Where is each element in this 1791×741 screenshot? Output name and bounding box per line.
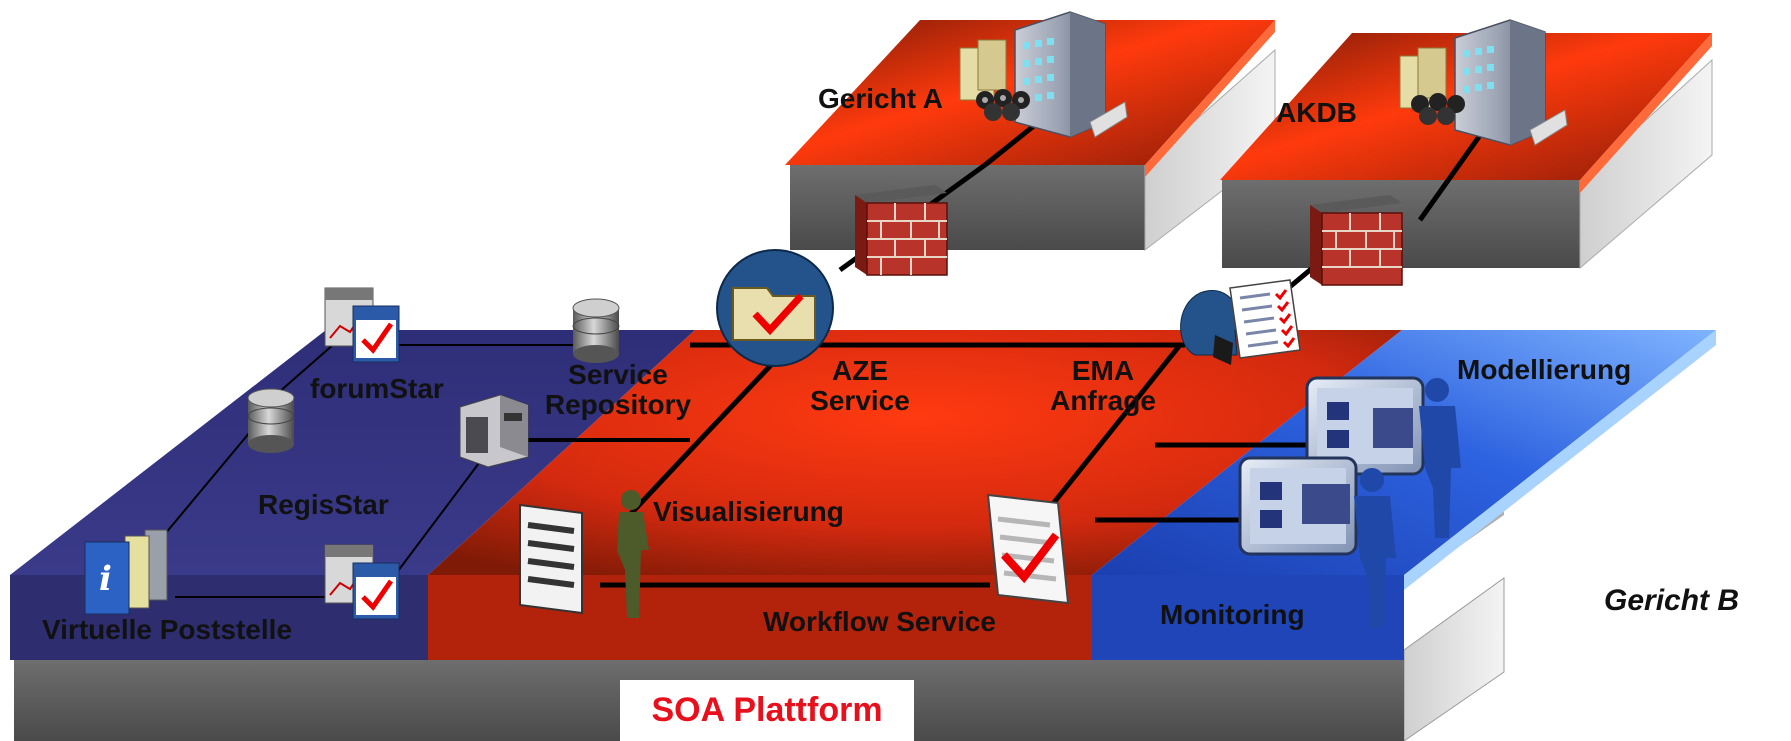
component-label-workflow-service: Workflow Service <box>763 606 996 637</box>
platform-label-box: SOA Plattform <box>620 680 914 741</box>
remote-site-label-gericht-a: Gericht A <box>818 83 943 114</box>
tape-cluster-icon <box>976 89 1030 121</box>
server-stack-icon <box>959 39 1007 101</box>
phone-user-icon <box>1180 290 1239 365</box>
component-label-visualisierung: Visualisierung <box>653 496 844 527</box>
person-silhouette-icon <box>1354 468 1396 628</box>
component-label-regisstar: RegisStar <box>258 489 389 520</box>
checklist-icon <box>1229 279 1301 359</box>
svg-text:i: i <box>99 559 112 599</box>
financials-calendar-icon <box>324 287 400 363</box>
component-label-monitoring: Monitoring <box>1160 599 1305 630</box>
info-books-icon: i <box>84 529 168 615</box>
component-label-virtuelle-poststelle: Virtuelle Poststelle <box>42 614 293 645</box>
office-building-icon <box>1454 19 1568 146</box>
monitor-icon <box>1238 456 1358 556</box>
component-label-forumstar: forumStar <box>310 373 444 404</box>
server-icon <box>459 394 529 468</box>
component-label-ema-anfrage: EMA Anfrage <box>1050 355 1156 417</box>
document-icon <box>519 503 583 615</box>
database-icon <box>247 388 295 453</box>
database-icon <box>572 298 620 363</box>
platform-label: SOA Plattform <box>651 691 883 729</box>
component-label-aze-service: AZE Service <box>810 355 910 417</box>
financials-calendar-icon <box>324 544 400 620</box>
tape-cluster-icon <box>1411 93 1465 125</box>
monitor-icon <box>1305 376 1425 476</box>
component-label-modellierung: Modellierung <box>1457 354 1632 385</box>
folder-check-icon <box>716 249 834 367</box>
zone-middle-panel <box>428 330 1402 575</box>
remote-site-label-akdb: AKDB <box>1276 97 1357 128</box>
person-silhouette-icon <box>1419 378 1461 538</box>
document-check-icon <box>986 493 1070 605</box>
component-label-service-repository: Service Repository <box>544 359 692 421</box>
firewall-icon <box>855 185 948 276</box>
person-silhouette-icon <box>617 490 649 618</box>
site-label-gericht-b: Gericht B <box>1604 584 1740 617</box>
office-building-icon <box>1014 11 1128 138</box>
firewall-icon <box>1310 195 1403 286</box>
connection-lines <box>159 98 1508 598</box>
